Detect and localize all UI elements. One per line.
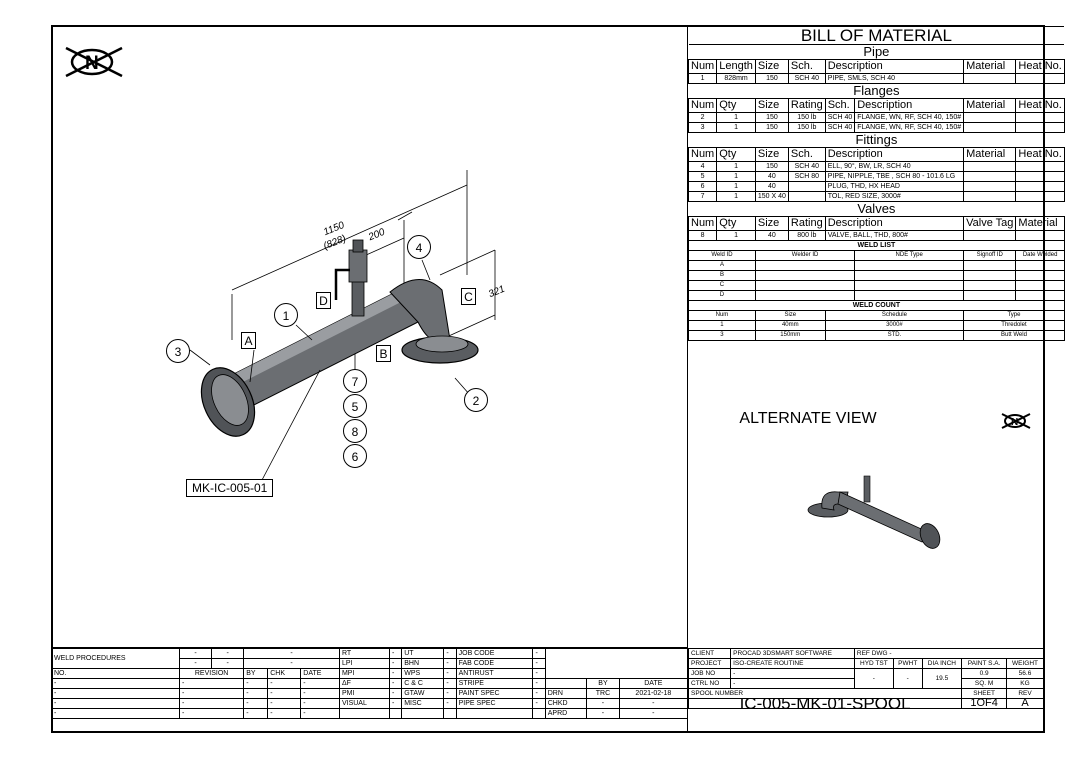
balloon-1: 1	[274, 303, 298, 327]
table-row: 2 1 150 150 lb SCH 40 FLANGE, WN, RF, SC…	[687, 112, 1065, 123]
spool-mark-label: MK-IC-005-01	[186, 479, 274, 497]
table-row: 3 1 150 150 lb SCH 40 FLANGE, WN, RF, SC…	[687, 122, 1065, 133]
section-weld-count: WELD COUNT	[688, 300, 1065, 311]
col-header: Type	[963, 310, 1065, 321]
col-header: Num	[687, 59, 718, 74]
table-row: 8 1 40 800 lb VALVE, BALL, THD, 800#	[687, 230, 1065, 241]
col-header: Length	[716, 59, 756, 74]
col-header: Welder ID	[754, 250, 856, 261]
col-header: Rating	[787, 216, 826, 231]
drawing-frame	[51, 25, 1045, 733]
col-header: Heat No.	[1015, 59, 1065, 74]
col-header: Size	[754, 59, 789, 74]
table-row: 1 828mm 150 SCH 40 PIPE, SMLS, SCH 40	[687, 73, 1065, 84]
col-header: Num	[688, 310, 756, 321]
col-header: Description	[824, 147, 965, 162]
col-header: NDE Type	[854, 250, 965, 261]
table-row: 3 150mm STD. Butt Weld	[688, 330, 1065, 341]
col-header: Material	[963, 147, 1017, 162]
spool-alternate-view	[807, 475, 941, 549]
sheet-number: 1OF4	[961, 698, 1008, 709]
balloon-7: 7	[343, 369, 367, 393]
spool-number: IC-005-MK-01-SPOOL	[687, 698, 963, 709]
col-header: Size	[754, 216, 789, 231]
col-header: Sch.	[824, 98, 856, 113]
col-header: Size	[754, 98, 789, 113]
col-header: Material	[963, 59, 1017, 74]
ref-dwg: REF DWG -	[853, 648, 1045, 659]
col-header: Heat No.	[1015, 147, 1065, 162]
col-header: Qty	[716, 147, 756, 162]
balloon-4: 4	[407, 235, 431, 259]
balloon-3: 3	[166, 339, 190, 363]
col-header: Schedule	[824, 310, 965, 321]
col-header: Sch.	[787, 59, 826, 74]
spool-isometric-drawing	[189, 170, 496, 481]
table-row: 5 1 40 SCH 80 PIPE, NIPPLE, TBE , SCH 80…	[687, 171, 1065, 182]
weld-marker-c: C	[461, 288, 476, 305]
col-header: Size	[754, 310, 826, 321]
col-header: Weld ID	[688, 250, 756, 261]
balloon-2: 2	[464, 388, 488, 412]
section-valves: Valves	[688, 201, 1065, 217]
col-header: Date Welded	[1015, 250, 1065, 261]
col-header: Heat No.	[1015, 98, 1065, 113]
project-name: ISO-CREATE ROUTINE	[730, 658, 855, 669]
revision: A	[1006, 698, 1044, 709]
table-row: C	[688, 280, 1065, 291]
weld-marker-a: A	[241, 332, 256, 349]
col-header: Rating	[787, 98, 826, 113]
col-header: Size	[754, 147, 789, 162]
table-row: B	[688, 270, 1065, 281]
col-header: Num	[687, 147, 718, 162]
balloon-6: 6	[343, 444, 367, 468]
client-name: PROCAD 3DSMART SOFTWARE	[730, 648, 855, 659]
bill-of-material: BILL OF MATERIAL Pipe Num Length Size Sc…	[687, 26, 1065, 341]
bom-title: BILL OF MATERIAL	[688, 26, 1065, 45]
weld-procedures-label: WELD PROCEDURES	[51, 648, 180, 669]
alternate-view-label: ALTERNATE VIEW	[739, 410, 877, 427]
col-header: Sch.	[787, 147, 826, 162]
col-header: Description	[824, 216, 965, 231]
divider	[687, 25, 688, 733]
table-row: 4 1 150 SCH 40 ELL, 90°, BW, LR, SCH 40	[687, 161, 1065, 172]
col-header: Qty	[716, 98, 756, 113]
table-row: 7 1 150 X 40 TOL, RED SIZE, 3000#	[687, 191, 1065, 202]
table-row: D	[688, 290, 1065, 301]
weld-marker-d: D	[316, 292, 331, 309]
section-fittings: Fittings	[688, 132, 1065, 148]
col-header: Num	[687, 216, 718, 231]
section-weld-list: WELD LIST	[688, 240, 1065, 251]
north-arrow-icon: N	[1001, 413, 1031, 429]
svg-text:N: N	[1011, 417, 1018, 428]
svg-text:N: N	[85, 53, 99, 74]
north-arrow-icon: N	[65, 46, 123, 78]
weld-marker-b: B	[376, 345, 391, 362]
col-header: Description	[854, 98, 965, 113]
table-row: 1 40mm 3000# Thredolet	[688, 320, 1065, 331]
col-header: Signoff ID	[963, 250, 1017, 261]
col-header: Material	[963, 98, 1017, 113]
col-header: Qty	[716, 216, 756, 231]
title-block: CLIENT PROCAD 3DSMART SOFTWARE REF DWG -…	[687, 648, 1045, 709]
section-flanges: Flanges	[688, 83, 1065, 99]
balloon-8: 8	[343, 419, 367, 443]
balloon-5: 5	[343, 394, 367, 418]
section-pipe: Pipe	[688, 44, 1065, 60]
table-row: A	[688, 260, 1065, 271]
col-header: Material	[1015, 216, 1065, 231]
col-header: Valve Tag	[963, 216, 1017, 231]
revision-table: WELD PROCEDURES - - - RT- UT- JOB CODE- …	[51, 648, 689, 719]
table-row: 6 1 40 PLUG, THD, HX HEAD	[687, 181, 1065, 192]
divider	[51, 647, 688, 648]
col-header: Num	[687, 98, 718, 113]
col-header: Description	[824, 59, 965, 74]
